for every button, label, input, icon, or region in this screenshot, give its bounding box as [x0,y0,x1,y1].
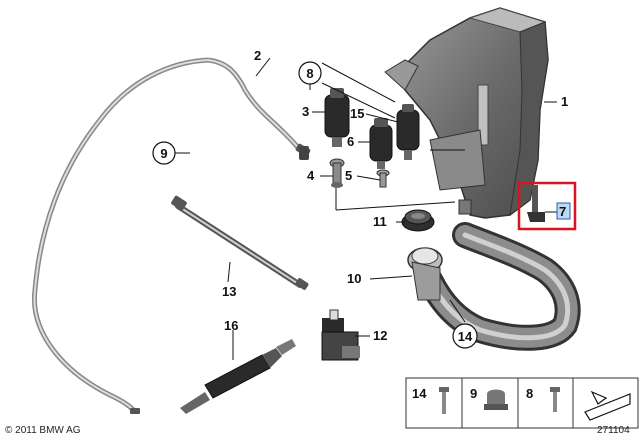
legend-label-9: 9 [470,386,477,401]
screw-icon [550,387,560,412]
callout-6: 6 [347,134,354,149]
callout-labels: 1 2 3 4 5 6 15 11 10 12 13 16 [222,48,568,343]
washer-pump-3 [324,88,350,147]
hose-fitting-2 [299,146,309,160]
filler-neck-pipe [407,222,581,351]
svg-text:9: 9 [160,146,167,161]
callout-7: 7 [559,204,566,219]
callout-12: 12 [373,328,387,343]
protective-sleeve [180,339,296,414]
grommet-4 [329,158,345,188]
callout-16: 16 [224,318,238,333]
filler-cap [401,209,435,232]
callout-13: 13 [222,284,236,299]
callout-5: 5 [345,168,352,183]
callout-1: 1 [561,94,568,109]
callout-14-circle: 14 [452,323,478,349]
leader-lines [175,57,557,360]
callout-15: 15 [350,106,364,121]
callout-4: 4 [307,168,315,183]
level-sensor [527,185,545,222]
washer-pump-6 [369,118,393,169]
callout-7-highlight[interactable]: 7 [517,181,577,231]
callout-3: 3 [302,104,309,119]
svg-text:14: 14 [458,329,473,344]
callout-10: 10 [347,271,361,286]
bolt-icon [439,387,449,414]
callout-9-circle: 9 [152,141,176,165]
legend-strip: 14 9 8 [405,377,639,429]
callout-2: 2 [254,48,261,63]
legend-label-8: 8 [526,386,533,401]
svg-text:8: 8 [306,66,313,81]
copyright-text: © 2011 BMW AG [5,425,81,436]
washer-hose-long [31,57,311,414]
grommet-5 [376,169,390,188]
diagram-number: 271104 [597,425,630,436]
washer-pump-15 [396,104,420,160]
washer-hose-straight [171,195,309,290]
callout-11: 11 [373,214,387,229]
legend-label-14: 14 [412,386,427,401]
connector-bracket [321,309,360,361]
washer-fluid-reservoir [384,7,549,219]
arrow-plate-icon [584,390,631,421]
callout-8-circle: 8 [298,61,322,85]
clip-icon [484,389,508,410]
